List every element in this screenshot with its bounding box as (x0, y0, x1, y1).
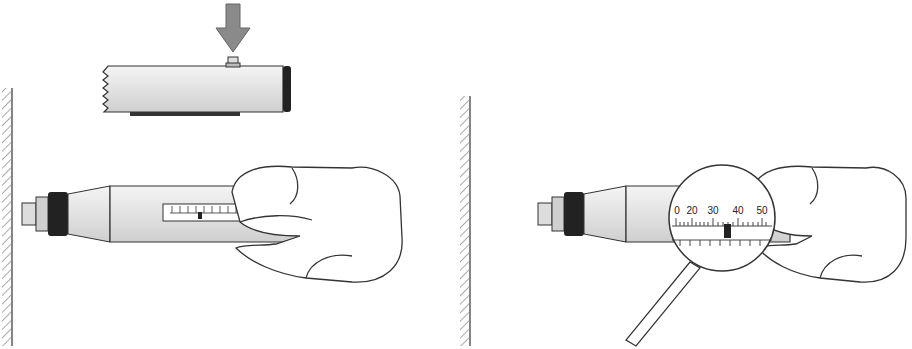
scale-number: 50 (756, 205, 767, 216)
scale-number: 20 (686, 205, 697, 216)
wall (2, 88, 470, 346)
press-arrow (216, 4, 250, 52)
scale-number: 30 (707, 205, 718, 216)
hand (232, 166, 402, 282)
scale-number: 40 (732, 205, 743, 216)
button-detail (103, 57, 291, 116)
scale-number: 0 (674, 205, 680, 216)
magnifier (626, 165, 775, 346)
scale-pointer (724, 224, 731, 238)
